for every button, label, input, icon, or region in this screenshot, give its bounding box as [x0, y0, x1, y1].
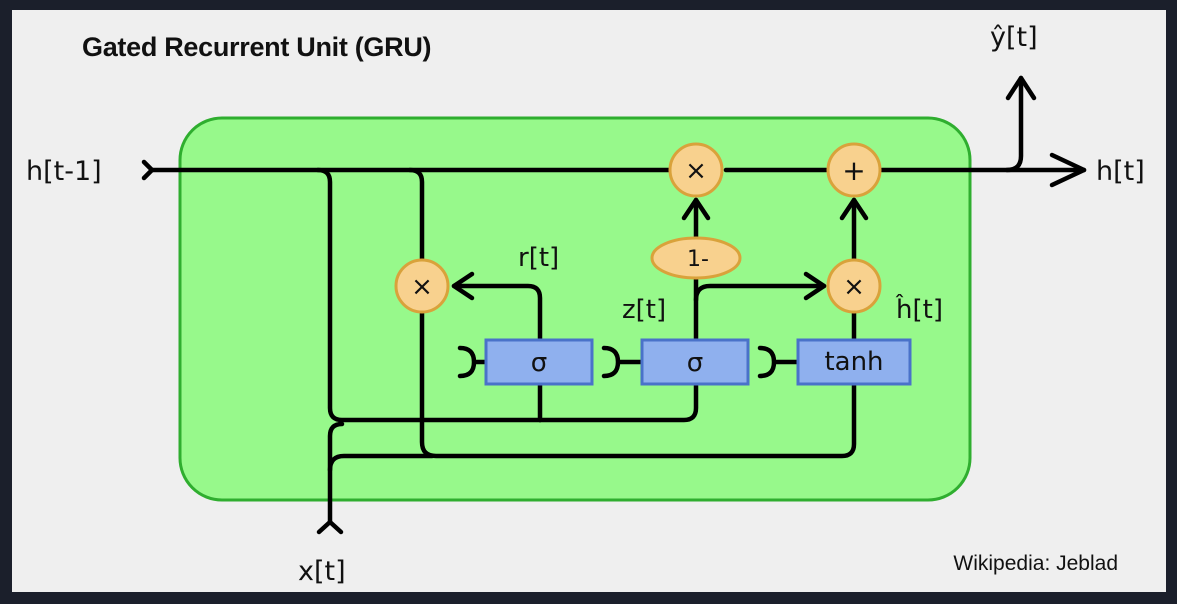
update-gate-feed: [537, 377, 699, 423]
reset-gate-output: [451, 283, 543, 423]
reset-gate-label: σ: [531, 348, 547, 378]
h-prev-label: h[t-1]: [26, 156, 102, 187]
h-out-label: h[t]: [1096, 156, 1145, 187]
slide: Gated Recurrent Unit (GRU): [12, 10, 1166, 592]
credit-text: Wikipedia: Jeblad: [953, 552, 1118, 575]
y-out-label: ŷ[t]: [990, 22, 1038, 53]
one-minus-arrowhead: [681, 197, 711, 221]
candidate-gate-box: [796, 338, 912, 386]
diagram-title: Gated Recurrent Unit (GRU): [82, 32, 432, 62]
r-label: r[t]: [518, 243, 559, 273]
candidate-gate-hook: [757, 345, 801, 379]
gru-diagram: × × + × 1- σ σ tanh h[t-1] h[t] ŷ[t] x[t…: [26, 22, 1145, 587]
update-gate-box: [640, 338, 750, 386]
reset-gate-box: [484, 338, 594, 386]
cand-mult-arrowhead: [803, 271, 827, 301]
y-out-arrowhead: [1005, 75, 1037, 101]
x-in-label: x[t]: [298, 556, 346, 587]
update-to-cand-mult: [693, 283, 827, 303]
reset-gate-hook: [457, 345, 489, 379]
x-input-tail: [316, 519, 344, 535]
cand-mult-node: [826, 258, 882, 314]
state-mult-symbol: ×: [685, 156, 707, 186]
reset-mult-output: [419, 305, 857, 459]
add-arrowhead: [839, 197, 869, 221]
h-cand-label: ĥ[t]: [895, 293, 943, 325]
z-label: z[t]: [622, 295, 666, 325]
reset-arrowhead: [451, 271, 475, 301]
y-out-branch: [1004, 75, 1024, 173]
gru-cell: [178, 116, 972, 502]
one-minus-symbol: 1-: [687, 247, 709, 272]
reset-mult-symbol: ×: [411, 272, 433, 302]
one-minus-node: [650, 236, 742, 280]
update-gate-hook: [601, 345, 645, 379]
reset-mult-node: [394, 258, 450, 314]
add-node: [826, 142, 882, 198]
candidate-gate-label: tanh: [824, 347, 883, 377]
x-input-line: [327, 421, 345, 525]
add-symbol: +: [842, 154, 865, 187]
h-prev-to-gates: [315, 167, 543, 423]
cand-mult-symbol: ×: [843, 272, 865, 302]
h-out-arrowhead: [1049, 152, 1087, 188]
x-input-branch: [327, 453, 435, 473]
update-gate-label: σ: [687, 348, 703, 378]
h-prev-tail: [141, 159, 155, 181]
state-mult-node: [668, 142, 724, 198]
h-prev-to-reset-mult: [407, 167, 425, 269]
